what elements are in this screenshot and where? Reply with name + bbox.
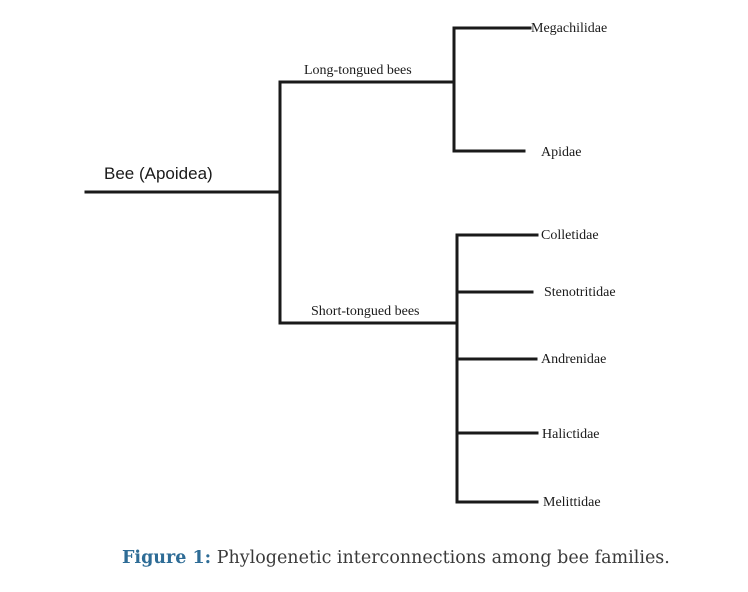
figure-number: Figure 1: — [122, 548, 212, 568]
leaf-label-stenotritidae: Stenotritidae — [544, 285, 616, 300]
leaf-label-andrenidae: Andrenidae — [541, 352, 606, 367]
clade-label-short-tongued: Short-tongued bees — [311, 304, 419, 319]
figure-caption: Figure 1: Phylogenetic interconnections … — [122, 548, 742, 568]
leaf-label-halictidae: Halictidae — [542, 427, 600, 442]
root-label: Bee (Apoidea) — [104, 164, 213, 183]
caption-text: Phylogenetic interconnections among bee … — [211, 548, 670, 568]
leaf-label-colletidae: Colletidae — [541, 228, 599, 243]
leaf-label-apidae: Apidae — [541, 145, 581, 160]
clade-label-long-tongued: Long-tongued bees — [304, 63, 412, 78]
leaf-label-megachilidae: Megachilidae — [531, 21, 607, 36]
leaf-label-melittidae: Melittidae — [543, 495, 601, 510]
